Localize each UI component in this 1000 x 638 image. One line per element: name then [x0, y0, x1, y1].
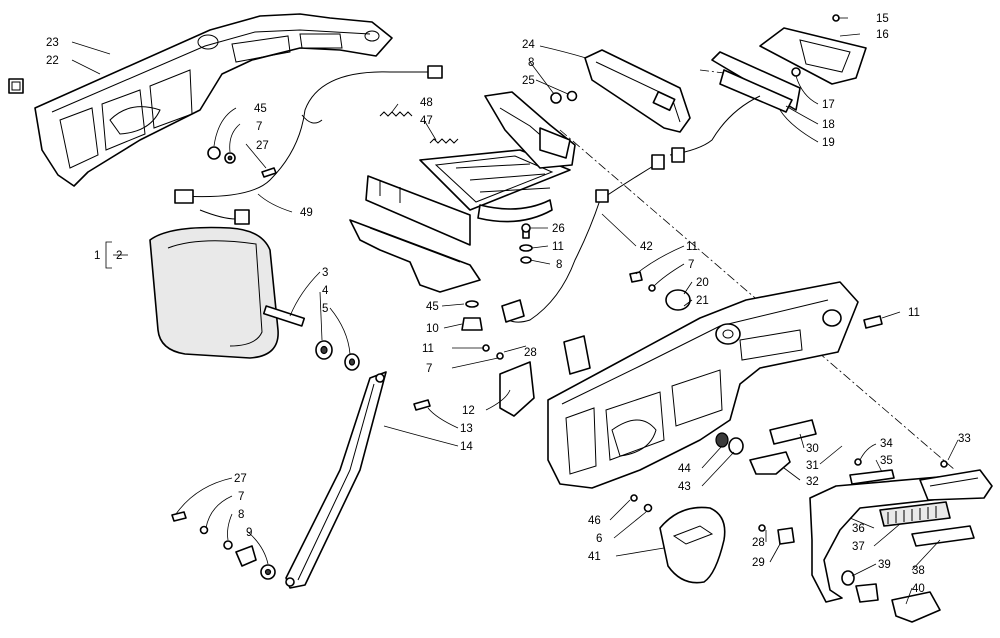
hardware-11-7-mid — [482, 344, 504, 360]
callout-3: 3 — [322, 267, 328, 279]
right-side-rail — [547, 281, 859, 489]
callout-46: 46 — [588, 515, 601, 527]
callout-7: 7 — [256, 121, 262, 133]
callout-48: 48 — [420, 97, 433, 109]
callout-47: 47 — [420, 115, 433, 127]
callout-38: 38 — [912, 565, 925, 577]
callout-28b: 28 — [752, 537, 765, 549]
spacer-44-43 — [715, 432, 744, 455]
callout-40: 40 — [912, 583, 925, 595]
bolt-11-right — [863, 315, 883, 329]
callout-21: 21 — [696, 295, 709, 307]
leader-lines — [71, 17, 959, 605]
callout-29: 29 — [752, 557, 765, 569]
callout-9: 9 — [246, 527, 252, 539]
hardware-cluster-top — [207, 146, 277, 178]
callout-27b: 27 — [234, 473, 247, 485]
washers-4-5 — [315, 340, 360, 371]
callout-2: 2 — [116, 250, 122, 262]
taillight-wire — [501, 95, 761, 323]
callout-1: 1 — [94, 250, 100, 262]
callout-19: 19 — [822, 137, 835, 149]
callout-16: 16 — [876, 29, 889, 41]
callout-31: 31 — [806, 460, 819, 472]
cover-plate-12 — [499, 361, 535, 417]
callout-22: 22 — [46, 55, 59, 67]
centerline-axis — [699, 69, 741, 76]
callout-7c: 7 — [426, 363, 432, 375]
callout-39: 39 — [878, 559, 891, 571]
callout-44: 44 — [678, 463, 691, 475]
logo-cover-41 — [659, 506, 726, 584]
callout-26: 26 — [552, 223, 565, 235]
callout-11b: 11 — [686, 241, 698, 253]
callout-7b: 7 — [688, 259, 694, 271]
callout-8: 8 — [528, 57, 534, 69]
callout-4: 4 — [322, 285, 329, 297]
callout-34: 34 — [880, 438, 893, 450]
callout-12: 12 — [462, 405, 475, 417]
callout-5: 5 — [322, 303, 328, 315]
hardware-46-6 — [630, 494, 653, 513]
callout-17: 17 — [822, 99, 835, 111]
callout-11c: 11 — [908, 307, 920, 319]
hardware-34-35 — [849, 458, 948, 485]
bolt-13 — [413, 399, 431, 411]
callout-20: 20 — [696, 277, 709, 289]
callout-11: 11 — [552, 241, 564, 253]
callout-8c: 8 — [238, 509, 244, 521]
callout-30: 30 — [806, 443, 819, 455]
backrest-support-bar — [285, 371, 387, 589]
wiring-harness — [174, 65, 443, 225]
callout-10: 10 — [426, 323, 439, 335]
callout-35: 35 — [880, 455, 893, 467]
springs — [379, 111, 459, 144]
callout-45b: 45 — [426, 301, 439, 313]
reflector-20 — [665, 289, 691, 311]
callout-7d: 7 — [238, 491, 244, 503]
footrest-32 — [749, 451, 791, 475]
callout-33: 33 — [958, 433, 971, 445]
grab-handle-bracket — [809, 469, 993, 603]
screw-washer-11-7 — [629, 271, 656, 292]
callout-labels: 23 22 45 7 27 48 47 49 24 8 25 15 16 17 … — [46, 13, 971, 595]
decal-28 — [563, 335, 591, 375]
callout-15: 15 — [876, 13, 889, 25]
taillight-lens-24 — [584, 49, 691, 133]
nut-washer-8-25 — [550, 90, 578, 104]
callout-32: 32 — [806, 476, 819, 488]
callout-37: 37 — [852, 541, 865, 553]
callout-28: 28 — [524, 347, 537, 359]
taillight-housing — [711, 14, 867, 113]
callout-43: 43 — [678, 481, 691, 493]
upper-mount-bracket — [484, 91, 576, 169]
callout-13: 13 — [460, 423, 473, 435]
callout-14: 14 — [460, 441, 473, 453]
callout-6: 6 — [596, 533, 602, 545]
grip-37-38 — [879, 501, 975, 547]
backrest-pad — [149, 226, 306, 359]
clip-28-29 — [758, 524, 795, 545]
callout-42: 42 — [640, 241, 653, 253]
hardware-cluster-left — [171, 511, 276, 580]
callout-45: 45 — [254, 103, 267, 115]
callout-8b: 8 — [556, 259, 562, 271]
callout-24: 24 — [522, 39, 535, 51]
clip-part-23 — [8, 78, 24, 94]
hardware-cluster-rack — [461, 223, 533, 331]
callout-49: 49 — [300, 207, 313, 219]
left-side-rail — [34, 13, 393, 187]
callout-27: 27 — [256, 140, 269, 152]
callout-bracket-1-2 — [105, 241, 112, 269]
callout-36: 36 — [852, 523, 865, 535]
callout-23: 23 — [46, 37, 59, 49]
callout-11d: 11 — [422, 343, 434, 355]
hardware-39-40 — [841, 570, 941, 623]
callout-18: 18 — [822, 119, 835, 131]
rear-rack — [349, 149, 571, 293]
pad-30 — [769, 419, 817, 445]
callout-41: 41 — [588, 551, 601, 563]
callout-25: 25 — [522, 75, 535, 87]
